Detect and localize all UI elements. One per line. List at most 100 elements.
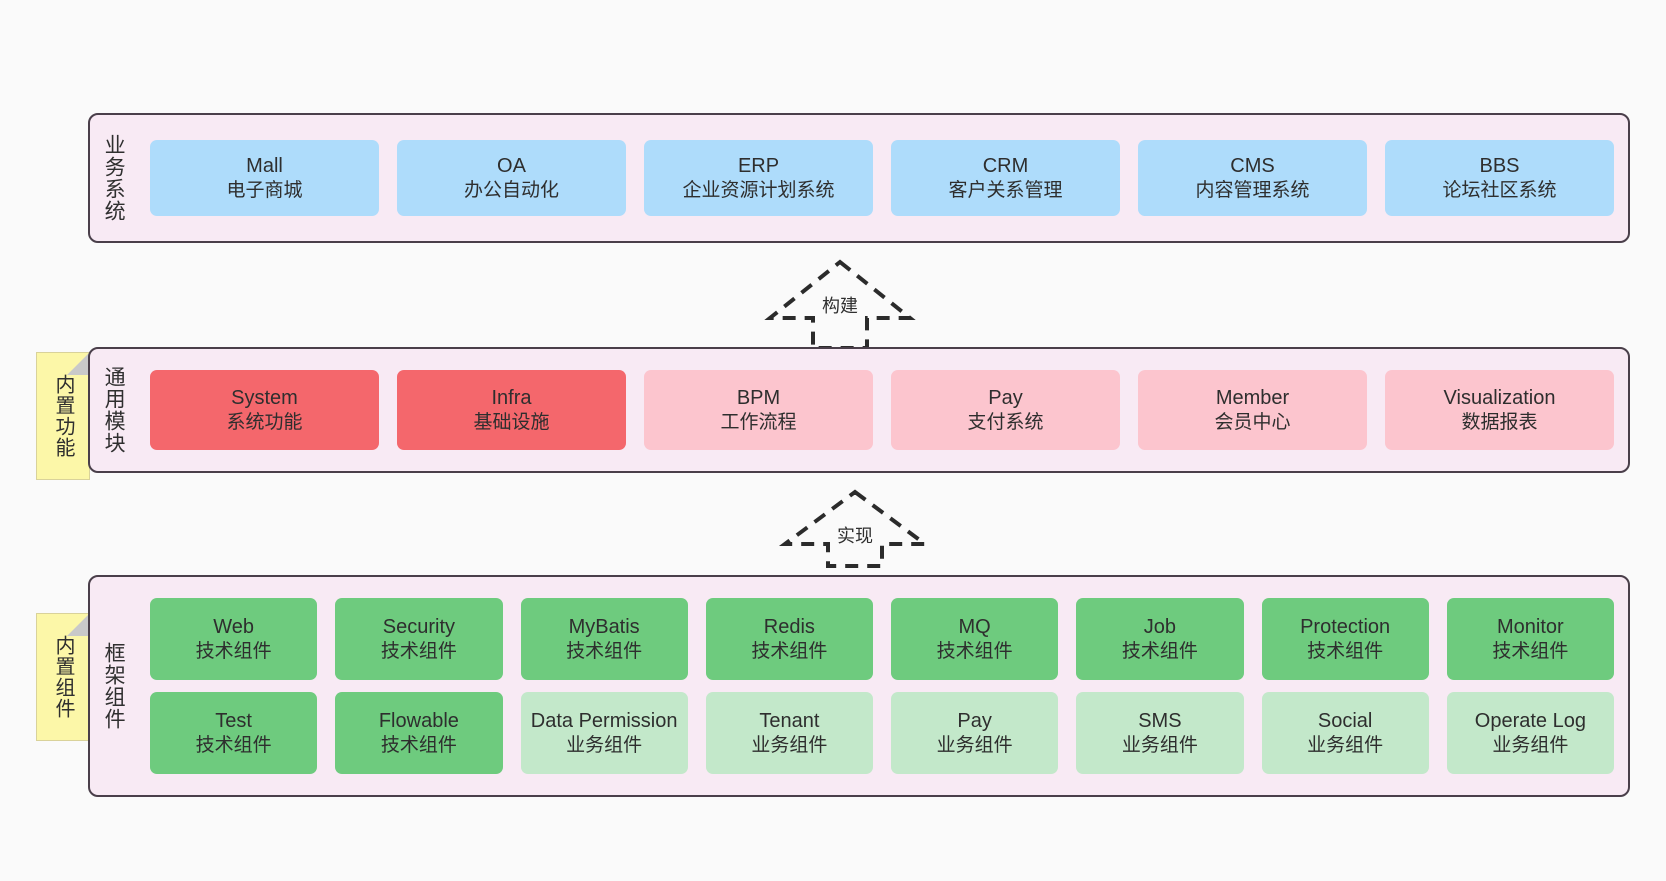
card-social[interactable]: Social 业务组件 <box>1261 692 1429 774</box>
card-subtitle: 业务组件 <box>1492 734 1569 756</box>
card-subtitle: 技术组件 <box>751 640 828 662</box>
card-title: Tenant <box>759 710 820 733</box>
card-row: Mall 电子商城 OA 办公自动化 ERP 企业资源计划系统 CRM 客户关系… <box>150 140 1614 216</box>
card-title: ERP <box>737 155 780 178</box>
card-cms[interactable]: CMS 内容管理系统 <box>1138 140 1367 216</box>
card-test[interactable]: Test 技术组件 <box>150 692 318 774</box>
connector-build: 构建 <box>745 258 935 350</box>
card-subtitle: 技术组件 <box>1492 640 1569 662</box>
card-subtitle: 技术组件 <box>380 734 457 756</box>
card-title: Data Permission <box>530 710 678 733</box>
card-sms[interactable]: SMS 业务组件 <box>1076 692 1244 774</box>
layer-title-common: 通用模块 <box>102 366 126 454</box>
card-erp[interactable]: ERP 企业资源计划系统 <box>644 140 873 216</box>
card-title: MyBatis <box>568 616 640 639</box>
card-subtitle: 技术组件 <box>195 640 272 662</box>
card-row: Web 技术组件 Security 技术组件 MyBatis 技术组件 Redi… <box>150 598 1614 680</box>
layer-framework-component: 框架组件 Web 技术组件 Security 技术组件 MyBatis 技术组件… <box>88 575 1630 797</box>
card-subtitle: 系统功能 <box>226 411 303 433</box>
card-flowable[interactable]: Flowable 技术组件 <box>335 692 503 774</box>
card-title: Infra <box>491 387 532 410</box>
card-subtitle: 基础设施 <box>473 411 550 433</box>
card-title: Pay <box>957 710 992 733</box>
card-title: SMS <box>1138 710 1182 733</box>
card-title: Web <box>213 616 254 639</box>
card-subtitle: 技术组件 <box>566 640 643 662</box>
card-job[interactable]: Job 技术组件 <box>1076 598 1244 680</box>
card-subtitle: 业务组件 <box>1121 734 1198 756</box>
card-subtitle: 业务组件 <box>566 734 643 756</box>
card-subtitle: 技术组件 <box>195 734 272 756</box>
card-pay[interactable]: Pay 支付系统 <box>891 370 1120 450</box>
layer-common-module: 通用模块 System 系统功能 Infra 基础设施 BPM 工作流程 Pay… <box>88 347 1630 473</box>
connector-realize: 实现 <box>760 488 950 568</box>
connector-label: 实现 <box>835 522 875 548</box>
note-builtin-component: 内置组件 <box>36 613 90 741</box>
dashed-hollow-arrow-up-icon <box>778 489 932 568</box>
card-title: Monitor <box>1497 616 1564 639</box>
card-title: Pay <box>988 387 1023 410</box>
card-subtitle: 业务组件 <box>751 734 828 756</box>
card-bpm[interactable]: BPM 工作流程 <box>644 370 873 450</box>
card-infra[interactable]: Infra 基础设施 <box>397 370 626 450</box>
card-subtitle: 支付系统 <box>967 411 1044 433</box>
card-title: CMS <box>1230 155 1275 178</box>
card-subtitle: 办公自动化 <box>463 179 559 201</box>
card-system[interactable]: System 系统功能 <box>150 370 379 450</box>
layer-business-system: 业务系统 Mall 电子商城 OA 办公自动化 ERP 企业资源计划系统 CRM… <box>88 113 1630 243</box>
layer-title-frame: 框架组件 <box>102 642 126 730</box>
card-visualization[interactable]: Visualization 数据报表 <box>1385 370 1614 450</box>
card-title: Operate Log <box>1474 710 1586 733</box>
card-subtitle: 数据报表 <box>1461 411 1538 433</box>
note-label: 内置功能 <box>52 374 74 458</box>
card-subtitle: 内容管理系统 <box>1195 179 1310 201</box>
card-crm[interactable]: CRM 客户关系管理 <box>891 140 1120 216</box>
card-title: Test <box>215 710 252 733</box>
card-title: Mall <box>246 155 283 178</box>
card-title: Security <box>382 616 455 639</box>
card-subtitle: 技术组件 <box>936 640 1013 662</box>
card-title: BBS <box>1479 155 1520 178</box>
card-subtitle: 业务组件 <box>936 734 1013 756</box>
card-title: Social <box>1317 710 1373 733</box>
card-title: BPM <box>736 387 781 410</box>
layer-body-frame: Web 技术组件 Security 技术组件 MyBatis 技术组件 Redi… <box>136 577 1628 795</box>
card-subtitle: 电子商城 <box>226 179 303 201</box>
card-subtitle: 业务组件 <box>1307 734 1384 756</box>
card-subtitle: 企业资源计划系统 <box>682 179 835 201</box>
card-title: Redis <box>763 616 815 639</box>
card-title: Visualization <box>1443 387 1556 410</box>
dashed-hollow-arrow-up-icon <box>764 259 916 350</box>
card-title: Protection <box>1300 616 1391 639</box>
card-bbs[interactable]: BBS 论坛社区系统 <box>1385 140 1614 216</box>
card-title: Member <box>1215 387 1290 410</box>
layer-body-common: System 系统功能 Infra 基础设施 BPM 工作流程 Pay 支付系统… <box>136 349 1628 471</box>
card-mq[interactable]: MQ 技术组件 <box>891 598 1059 680</box>
card-subtitle: 技术组件 <box>380 640 457 662</box>
card-subtitle: 会员中心 <box>1214 411 1291 433</box>
card-oa[interactable]: OA 办公自动化 <box>397 140 626 216</box>
card-title: OA <box>497 155 526 178</box>
note-builtin-function: 内置功能 <box>36 352 90 480</box>
card-row: System 系统功能 Infra 基础设施 BPM 工作流程 Pay 支付系统… <box>150 370 1614 450</box>
card-monitor[interactable]: Monitor 技术组件 <box>1446 598 1614 680</box>
card-data-permission[interactable]: Data Permission 业务组件 <box>520 692 688 774</box>
card-security[interactable]: Security 技术组件 <box>335 598 503 680</box>
card-protection[interactable]: Protection 技术组件 <box>1261 598 1429 680</box>
card-subtitle: 论坛社区系统 <box>1442 179 1557 201</box>
card-row: Test 技术组件 Flowable 技术组件 Data Permission … <box>150 692 1614 774</box>
card-mall[interactable]: Mall 电子商城 <box>150 140 379 216</box>
connector-label: 构建 <box>820 292 860 318</box>
card-pay-business[interactable]: Pay 业务组件 <box>891 692 1059 774</box>
card-title: System <box>231 387 298 410</box>
card-subtitle: 技术组件 <box>1121 640 1198 662</box>
card-mybatis[interactable]: MyBatis 技术组件 <box>520 598 688 680</box>
card-title: CRM <box>982 155 1029 178</box>
card-tenant[interactable]: Tenant 业务组件 <box>705 692 873 774</box>
card-subtitle: 技术组件 <box>1307 640 1384 662</box>
card-operate-log[interactable]: Operate Log 业务组件 <box>1446 692 1614 774</box>
note-label: 内置组件 <box>52 635 74 719</box>
card-web[interactable]: Web 技术组件 <box>150 598 318 680</box>
card-redis[interactable]: Redis 技术组件 <box>705 598 873 680</box>
card-member[interactable]: Member 会员中心 <box>1138 370 1367 450</box>
